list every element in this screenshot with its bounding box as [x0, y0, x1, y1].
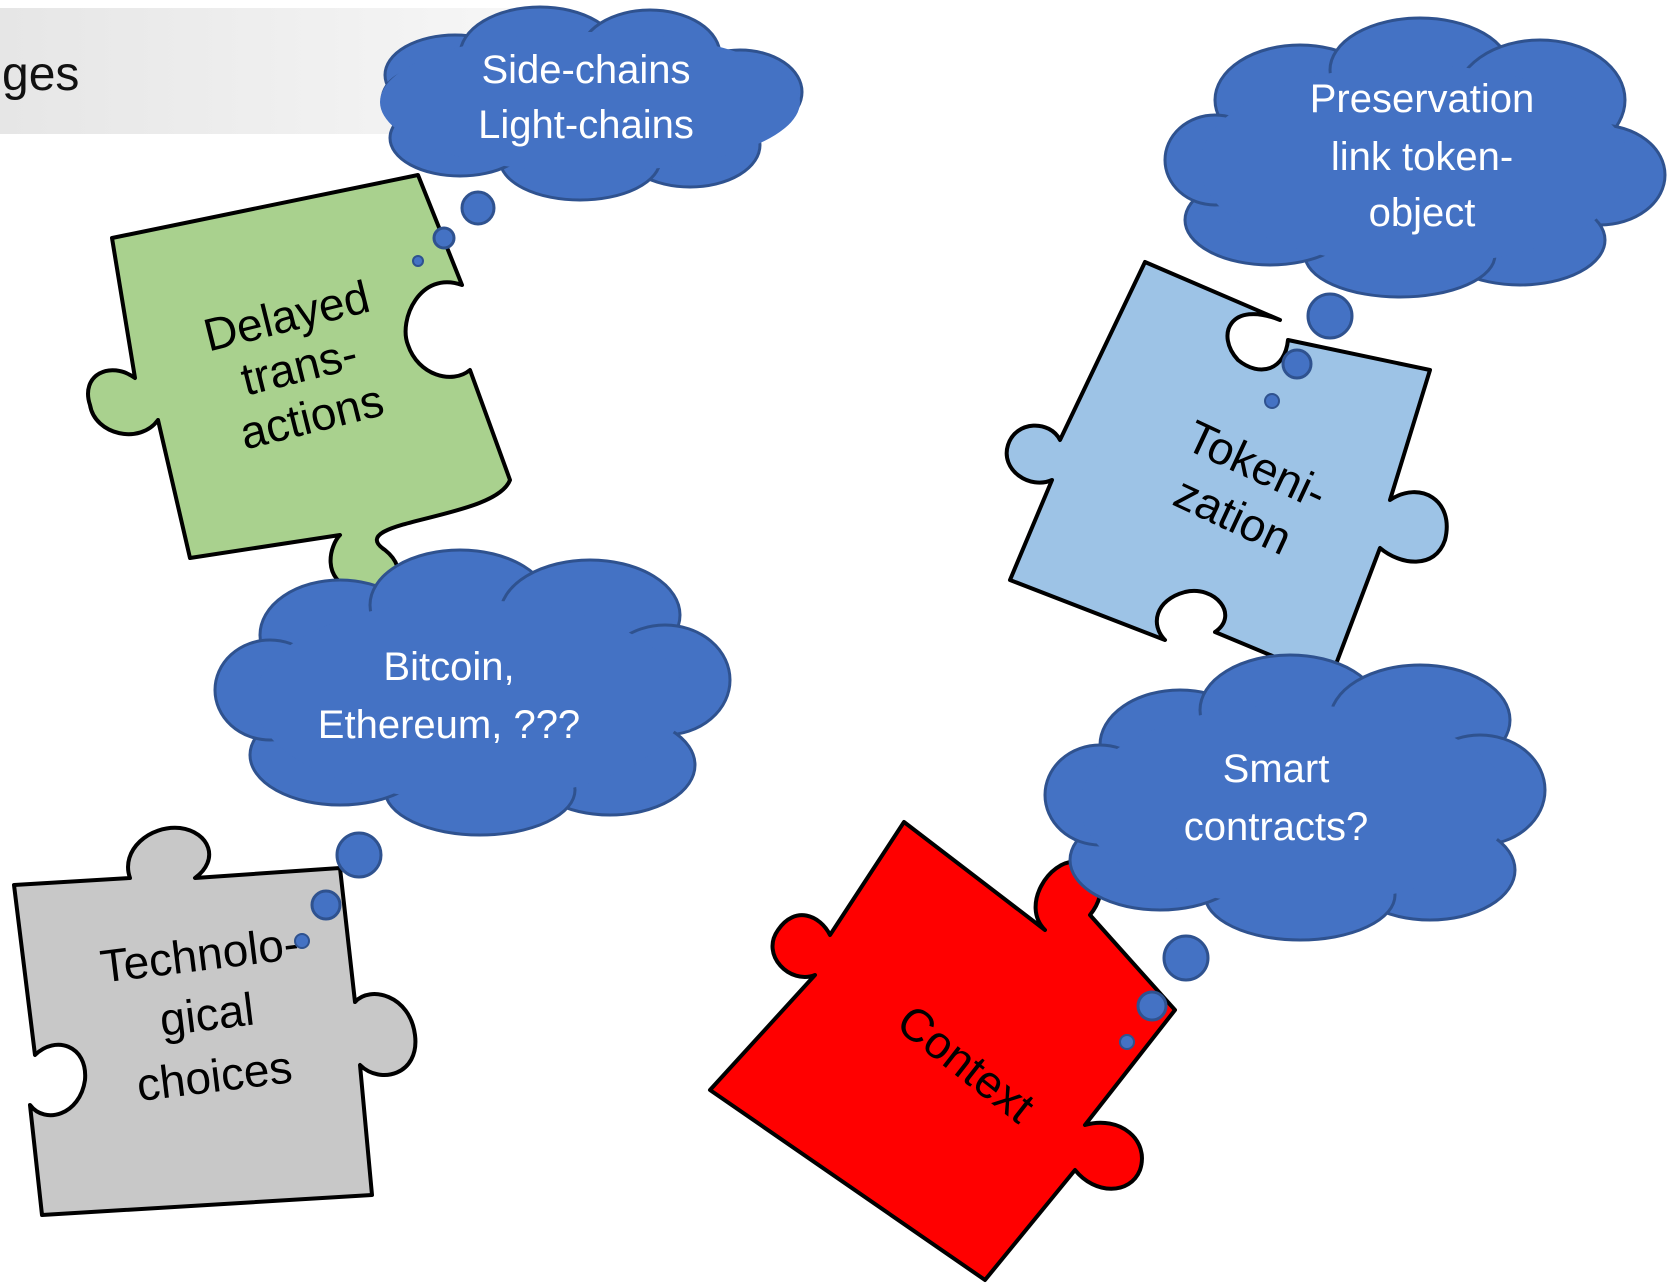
cloud-label-line: Light-chains	[478, 103, 694, 147]
thought-bubble-dot	[294, 933, 310, 949]
gray-puzzle-shape	[12, 825, 418, 1217]
green-puzzle-shape	[86, 173, 512, 594]
thought-bubble-dot	[432, 226, 456, 250]
cloud-label-line: Ethereum, ???	[318, 703, 580, 747]
cloud-label-line: Side-chains	[481, 48, 690, 92]
puzzle-piece-technological-choices: Technolo- gical choices	[12, 825, 418, 1217]
thought-bubble-dot	[1136, 990, 1168, 1022]
thought-bubble-dot	[310, 889, 342, 921]
thought-cloud-side-chains: Side-chains Light-chains	[380, 5, 804, 267]
thought-bubble-dot	[460, 190, 496, 226]
blue-puzzle-shape	[1004, 260, 1449, 682]
cloud-label-line: contracts?	[1184, 805, 1369, 849]
slide-title: ges	[2, 48, 79, 101]
cloud-label-line: Bitcoin,	[383, 645, 514, 689]
puzzle-piece-context: Context	[708, 820, 1177, 1282]
thought-cloud-smart-contracts: Smart contracts?	[1043, 653, 1547, 1050]
thought-bubble-dot	[335, 831, 383, 879]
cloud-label-line: Smart	[1223, 747, 1330, 791]
cloud-label-line: Preservation	[1310, 77, 1535, 121]
thought-bubble-dot	[412, 255, 424, 267]
thought-bubble-dot	[1281, 348, 1313, 380]
thought-cloud-bitcoin: Bitcoin, Ethereum, ???	[213, 548, 732, 949]
puzzle-piece-tokenization: Tokeni- zation	[1004, 260, 1449, 682]
thought-cloud-preservation: Preservation link token- object	[1163, 16, 1667, 409]
thought-bubble-dot	[1119, 1034, 1135, 1050]
thought-bubble-dot	[1306, 292, 1354, 340]
cloud-label-line: link token-	[1331, 135, 1513, 179]
piece-label-line: gical	[157, 983, 257, 1046]
puzzle-piece-delayed-transactions: Delayed trans- actions	[86, 173, 512, 594]
thought-bubble-dot	[1264, 393, 1280, 409]
thought-bubble-dot	[1162, 934, 1210, 982]
cloud-label-line: object	[1369, 191, 1476, 235]
